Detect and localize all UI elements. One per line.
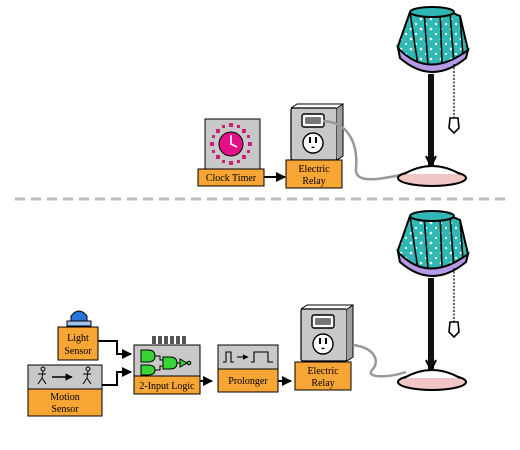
clock-icon — [210, 123, 252, 165]
light-bulb-icon — [66, 310, 92, 327]
motion-sensor-label-line2: Sensor — [51, 404, 79, 415]
prolonger-device: Prolonger — [217, 344, 279, 393]
power-cord — [322, 119, 406, 181]
electric-relay-bottom: Electric Relay — [294, 304, 354, 391]
pulse-icon — [223, 351, 273, 363]
electric-relay-top: Electric Relay — [285, 103, 344, 189]
power-cord — [352, 343, 407, 378]
logic-pins — [152, 336, 186, 344]
motion-sensor-label-box — [27, 388, 103, 417]
light-sensor-device: Light Sensor — [57, 310, 99, 361]
motion-sensor-wire — [102, 367, 132, 386]
two-input-logic-device: 2-Input Logic — [133, 336, 201, 395]
outlet-icon — [290, 103, 344, 161]
relay-label-line2: Relay — [311, 378, 334, 389]
logic-label-box — [133, 375, 201, 395]
light-sensor-label-box — [57, 326, 99, 361]
light-sensor-label-line2: Sensor — [64, 346, 92, 357]
walking-person-icon — [37, 366, 92, 385]
light-sensor-label-line1: Light — [67, 333, 89, 344]
relay-label-box — [294, 361, 352, 391]
relay-label-line1: Electric — [298, 164, 330, 175]
logic-label: 2-Input Logic — [139, 381, 195, 392]
logic-gate-icon — [140, 349, 192, 376]
relay-label-box — [285, 159, 343, 189]
light-sensor-wire — [98, 340, 132, 359]
prolonger-label: Prolonger — [228, 376, 268, 387]
relay-label-line2: Relay — [302, 176, 325, 187]
clock-timer-label: Clock Timer — [206, 173, 257, 184]
lamp-icon — [397, 210, 469, 391]
lamp-icon — [397, 6, 469, 187]
outlet-icon — [300, 304, 354, 362]
motion-sensor-label-line1: Motion — [50, 392, 79, 403]
clock-timer-device: Clock Timer — [197, 118, 265, 187]
motion-sensor-device: Motion Sensor — [27, 364, 103, 417]
relay-label-line1: Electric — [307, 366, 339, 377]
